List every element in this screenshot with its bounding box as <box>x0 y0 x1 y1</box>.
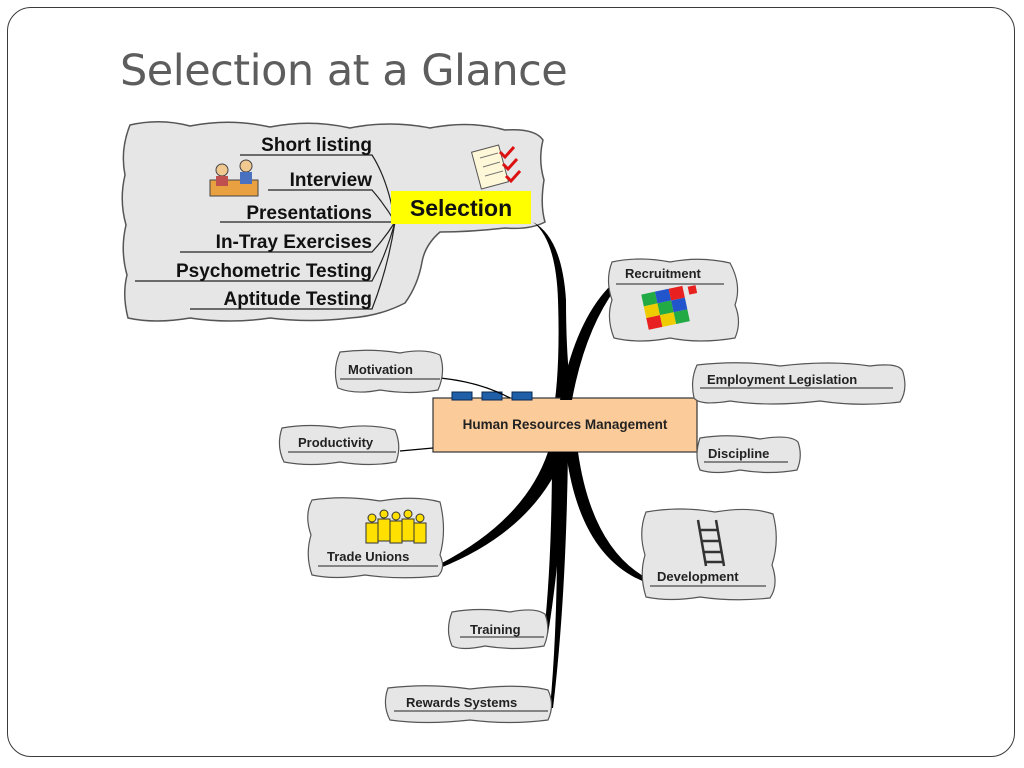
ladder-icon <box>696 519 726 567</box>
branch-connectors <box>440 284 650 708</box>
connector-selection <box>533 222 572 400</box>
selection-highlight <box>391 191 531 224</box>
central-topic-box <box>432 397 698 453</box>
trade-unions-label: Trade Unions <box>327 549 409 564</box>
selection-label: Selection <box>410 195 512 221</box>
training-cloud <box>447 608 549 650</box>
employment-legislation-label: Employment Legislation <box>707 372 857 387</box>
motivation-label: Motivation <box>348 362 413 377</box>
training-label: Training <box>470 622 521 637</box>
selection-item-interview: Interview <box>290 170 373 191</box>
selection-item-in-tray-exercises: In-Tray Exercises <box>216 232 372 253</box>
development-label: Development <box>657 569 739 584</box>
connector-tab <box>451 391 473 401</box>
recruitment-label: Recruitment <box>625 266 702 281</box>
connector-tab <box>511 391 533 401</box>
selection-item-short-listing: Short listing <box>261 135 372 156</box>
rewards-systems-cloud <box>384 685 553 724</box>
motivation-cloud <box>334 349 444 394</box>
selection-item-psychometric-testing: Psychometric Testing <box>176 261 372 282</box>
selection-item-aptitude-testing: Aptitude Testing <box>224 289 372 310</box>
central-topic-label: Human Resources Management <box>463 417 668 432</box>
jigsaw-puzzle-icon <box>641 285 698 330</box>
slide-title: Selection at a Glance <box>120 46 568 96</box>
rewards-systems-label: Rewards Systems <box>406 695 517 710</box>
productivity-label: Productivity <box>298 435 374 450</box>
selection-item-presentations: Presentations <box>246 203 372 224</box>
development-cloud <box>641 508 777 601</box>
interview-icon <box>209 159 259 197</box>
productivity-cloud <box>278 424 400 466</box>
crowd-icon <box>365 509 427 544</box>
employment-legislation-cloud <box>691 362 906 405</box>
discipline-cloud <box>696 435 801 474</box>
connector-tab <box>481 391 503 401</box>
discipline-label: Discipline <box>708 446 769 461</box>
checklist-icon <box>470 144 522 190</box>
